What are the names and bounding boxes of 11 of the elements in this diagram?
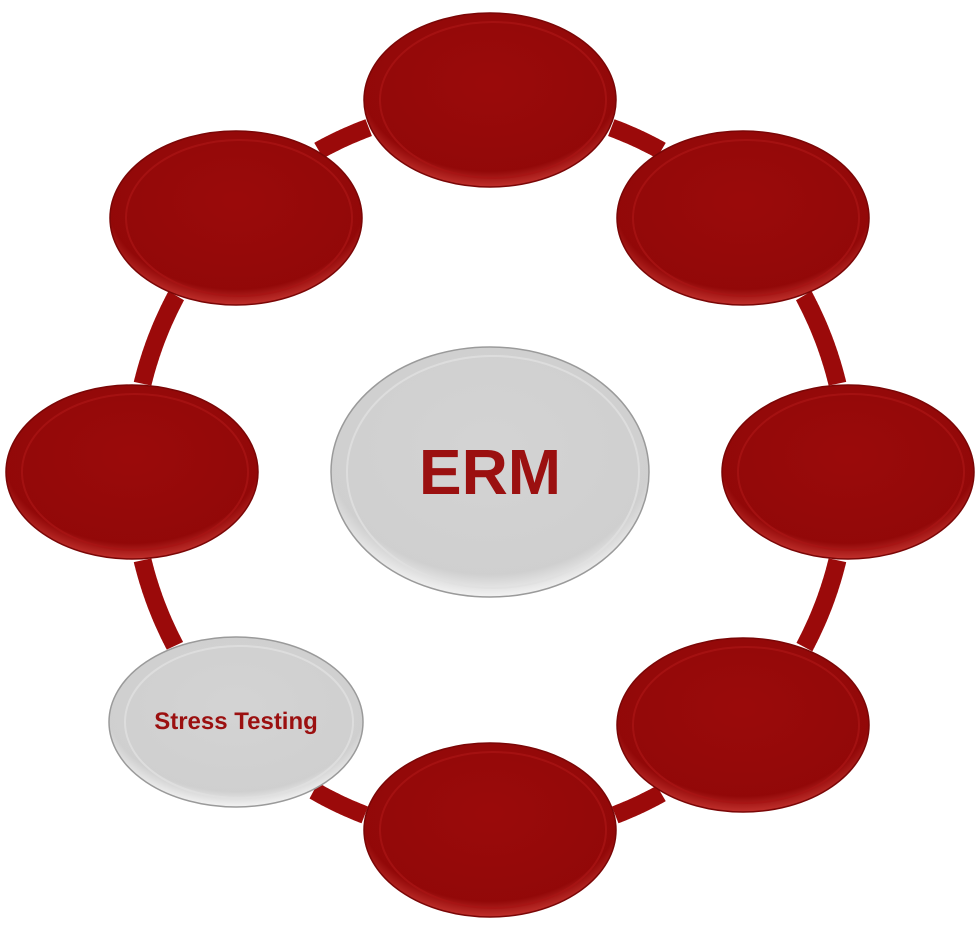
ellipse-node bbox=[330, 346, 650, 598]
ellipse-node bbox=[363, 12, 617, 188]
node-label: ERM bbox=[418, 435, 562, 510]
ellipse-node bbox=[109, 130, 363, 306]
ellipse-node bbox=[363, 742, 617, 918]
ellipse-node bbox=[616, 130, 870, 306]
ellipse-node bbox=[5, 384, 259, 560]
ellipse-node bbox=[721, 384, 975, 560]
node-label: Stress Testing bbox=[154, 707, 318, 737]
ellipse-node bbox=[108, 636, 364, 808]
ellipse-node bbox=[616, 637, 870, 813]
